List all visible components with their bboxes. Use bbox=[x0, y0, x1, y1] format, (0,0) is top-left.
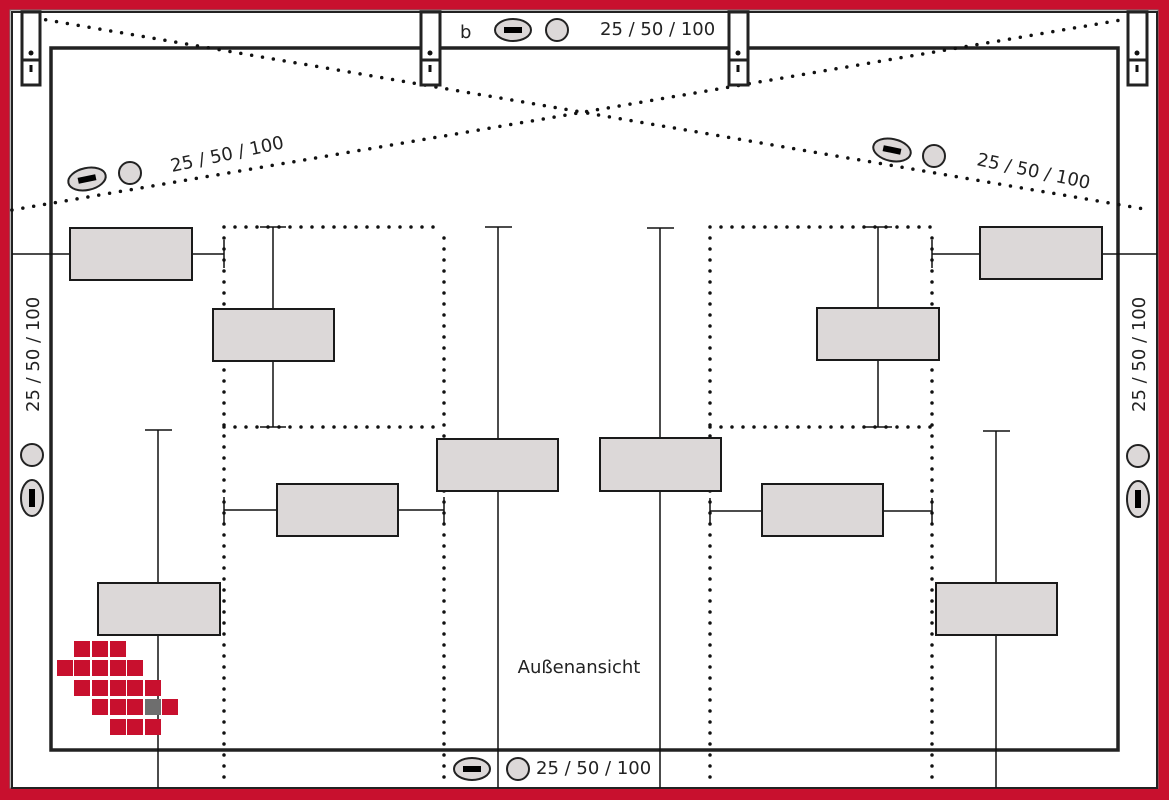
hinge-icon bbox=[419, 10, 442, 87]
outer-frame bbox=[11, 11, 1158, 789]
locking-block bbox=[935, 582, 1058, 636]
view-label: Außenansicht bbox=[518, 657, 641, 678]
label-b: b bbox=[460, 22, 471, 43]
lock-oval-icon bbox=[1126, 480, 1150, 518]
marker-circle-icon bbox=[20, 443, 44, 467]
lock-oval-icon bbox=[67, 166, 107, 192]
hinge-icon bbox=[20, 10, 42, 87]
marker-circle-icon bbox=[506, 757, 530, 781]
lock-oval-icon bbox=[494, 18, 532, 42]
dimension-label-right: 25 / 50 / 100 bbox=[1129, 297, 1150, 412]
locking-block bbox=[97, 582, 221, 636]
inner-sash-frame bbox=[49, 46, 1120, 752]
locking-block bbox=[212, 308, 335, 362]
locking-block bbox=[816, 307, 940, 361]
rod-lines bbox=[12, 226, 1157, 788]
locking-block bbox=[761, 483, 884, 537]
marker-circle-icon bbox=[118, 161, 142, 185]
locking-block bbox=[276, 483, 399, 537]
lock-oval-icon bbox=[20, 479, 44, 517]
hinge-icon bbox=[727, 10, 750, 87]
canvas bbox=[9, 9, 1159, 789]
locking-block bbox=[979, 226, 1103, 280]
lock-oval-icon bbox=[453, 757, 491, 781]
dimension-label-bottom: 25 / 50 / 100 bbox=[536, 758, 651, 779]
locking-block bbox=[69, 227, 193, 281]
locking-block bbox=[436, 438, 559, 492]
locking-block bbox=[599, 437, 722, 492]
marker-circle-icon bbox=[922, 144, 946, 168]
marker-circle-icon bbox=[1126, 444, 1150, 468]
dimension-label-top: 25 / 50 / 100 bbox=[600, 19, 715, 40]
hinge-icon bbox=[1126, 10, 1149, 87]
marker-circle-icon bbox=[545, 18, 569, 42]
dimension-label-left: 25 / 50 / 100 bbox=[23, 297, 44, 412]
lock-oval-icon bbox=[872, 137, 912, 163]
brand-logo-icon bbox=[57, 641, 178, 735]
